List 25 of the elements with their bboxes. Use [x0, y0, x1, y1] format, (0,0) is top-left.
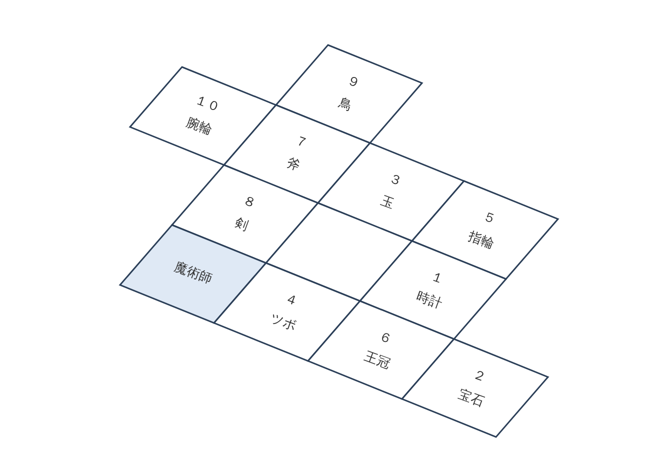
grid-cell	[402, 339, 548, 437]
cell-label: 王冠	[361, 348, 393, 374]
cell-number: ６	[376, 328, 395, 350]
cell-number: ７	[292, 132, 311, 154]
grid-cell	[214, 263, 360, 361]
cell-label: 剣	[231, 214, 251, 236]
cell-number: ４	[282, 290, 301, 312]
cell-number: ９	[344, 72, 363, 94]
cell-label: 時計	[413, 288, 445, 314]
cell-number: ２	[470, 366, 489, 388]
cell-label: 魔術師	[171, 258, 216, 290]
cell-label: 腕輪	[183, 114, 215, 140]
cell-label: ツボ	[267, 310, 299, 336]
cell-number: ３	[386, 170, 405, 192]
cell-label: 鳥	[335, 94, 355, 116]
cell-number: １	[428, 268, 447, 290]
cell-label: 玉	[377, 192, 397, 214]
cell-label: 指輪	[465, 228, 497, 254]
cell-number: ８	[240, 192, 259, 214]
grid-cell	[318, 143, 464, 241]
grid-cell	[130, 67, 276, 165]
cell-number: ５	[480, 208, 499, 230]
cell-label: 斧	[283, 154, 303, 176]
cell-number: １０	[192, 92, 224, 117]
cell-label: 宝石	[455, 386, 487, 412]
